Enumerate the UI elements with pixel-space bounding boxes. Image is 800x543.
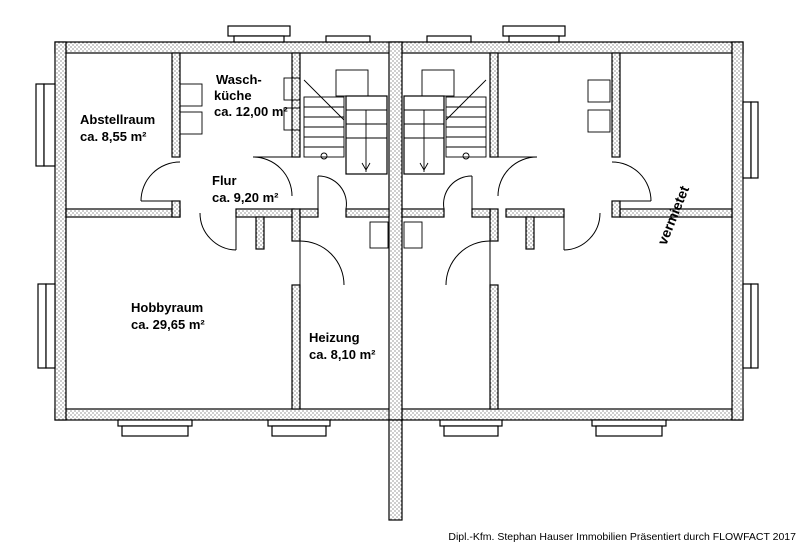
room-hobbyraum-area: ca. 29,65 m²	[131, 317, 205, 332]
room-abstellraum-area: ca. 8,55 m²	[80, 129, 147, 144]
credit-text: Dipl.-Kfm. Stephan Hauser Immobilien Prä…	[448, 531, 796, 543]
room-waschkueche-name-line2: küche	[214, 88, 252, 103]
interior-walls-right	[401, 52, 733, 410]
room-heizung-area: ca. 8,10 m²	[309, 347, 376, 362]
room-flur-area: ca. 9,20 m²	[212, 190, 279, 205]
interior-walls-left	[65, 52, 390, 410]
stairs-left	[303, 69, 388, 175]
room-heizung-name: Heizung	[309, 330, 360, 345]
room-waschkueche-area: ca. 12,00 m²	[214, 104, 288, 119]
windows	[35, 25, 759, 437]
doors	[140, 156, 652, 286]
outer-walls	[54, 41, 744, 521]
appliances	[179, 77, 611, 249]
room-flur-name: Flur	[212, 173, 237, 188]
room-abstellraum-name: Abstellraum	[80, 112, 155, 127]
stairs-right	[403, 69, 487, 175]
room-waschkueche-name-line1: Wasch-	[216, 72, 262, 87]
room-hobbyraum-name: Hobbyraum	[131, 300, 203, 315]
